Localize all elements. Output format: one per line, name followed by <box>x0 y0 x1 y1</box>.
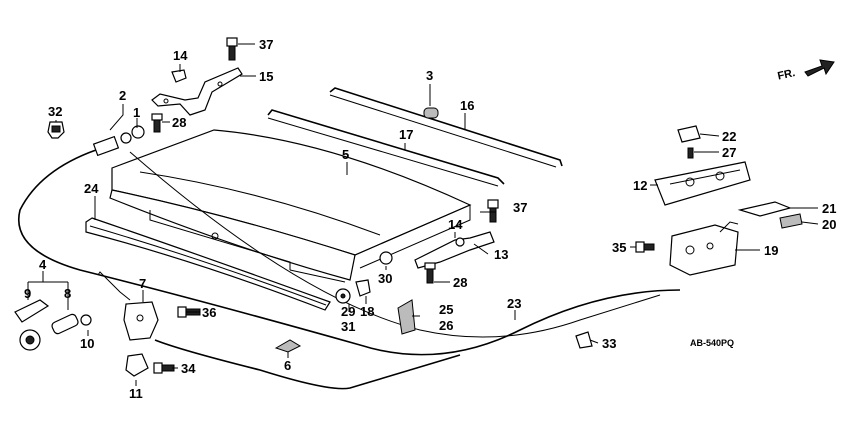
callout-10: 10 <box>80 336 94 351</box>
callout-8: 8 <box>64 286 71 301</box>
bolt-35 <box>635 241 655 253</box>
torsion-bar-upper <box>329 87 563 168</box>
trunk-latch <box>97 271 159 341</box>
callout-36: 36 <box>202 305 216 320</box>
hinge-left <box>151 67 243 116</box>
bumper-rubber <box>423 107 439 119</box>
callout-28-right: 28 <box>453 275 467 290</box>
bolt-34 <box>153 362 175 374</box>
grommet-18 <box>355 279 371 297</box>
leader-lines <box>27 43 819 386</box>
callout-3: 3 <box>426 68 433 83</box>
callout-14-upper: 14 <box>173 48 188 63</box>
callout-9: 9 <box>24 286 31 301</box>
trunk-lid <box>109 129 472 283</box>
callout-32: 32 <box>48 104 62 119</box>
bracket-25-26 <box>397 299 416 335</box>
callout-1: 1 <box>133 105 140 120</box>
callout-28-upper: 28 <box>172 115 186 130</box>
callout-33: 33 <box>602 336 616 351</box>
callout-24: 24 <box>84 181 99 196</box>
callout-6: 6 <box>284 358 291 373</box>
diagram-code: AB-540PQ <box>690 338 734 348</box>
callout-27: 27 <box>722 145 736 160</box>
release-cable-actuator <box>92 125 145 157</box>
callout-18: 18 <box>360 304 374 319</box>
callout-29: 29 <box>341 304 355 319</box>
bolt-28-upper <box>151 113 163 133</box>
callout-37-upper: 37 <box>259 37 273 52</box>
clip-14-upper <box>171 69 187 83</box>
callout-13: 13 <box>494 247 508 262</box>
callout-20: 20 <box>822 217 836 232</box>
callout-30: 30 <box>378 271 392 286</box>
pad-20 <box>779 213 803 229</box>
bolt-37-right <box>487 199 499 223</box>
trunk-lid-trim <box>85 217 331 311</box>
callout-21: 21 <box>822 201 836 216</box>
callout-22: 22 <box>722 129 736 144</box>
callout-5: 5 <box>342 147 349 162</box>
clip-29-center <box>340 293 346 299</box>
callout-23: 23 <box>507 296 521 311</box>
callout-11: 11 <box>129 386 143 401</box>
clip-6 <box>274 339 302 353</box>
release-handle-bracket <box>654 161 751 206</box>
clip-33 <box>575 331 593 349</box>
callout-16: 16 <box>460 98 474 113</box>
torsion-bar-lower <box>267 109 505 187</box>
callout-31: 31 <box>341 319 355 334</box>
bolt-37-upper <box>226 37 238 61</box>
callout-4: 4 <box>39 257 47 272</box>
callout-26: 26 <box>439 318 453 333</box>
callout-7: 7 <box>139 276 146 291</box>
lever-21 <box>737 201 792 217</box>
front-direction-label: FR. <box>776 67 796 82</box>
callout-37-right: 37 <box>513 200 527 215</box>
striker-11 <box>125 353 149 377</box>
callout-34: 34 <box>181 361 196 376</box>
cover-22 <box>677 125 701 143</box>
callout-12: 12 <box>633 178 647 193</box>
lock-cylinder-assembly <box>14 299 92 351</box>
callout-15: 15 <box>259 69 273 84</box>
screw-27 <box>687 147 694 159</box>
callout-2: 2 <box>119 88 126 103</box>
release-mechanism-19 <box>669 221 739 276</box>
callout-17: 17 <box>399 127 413 142</box>
grommet-32 <box>47 121 65 139</box>
bumper-30 <box>379 251 393 265</box>
callout-14-right: 14 <box>448 217 463 232</box>
callout-35: 35 <box>612 240 626 255</box>
front-direction-arrow-icon <box>804 59 835 77</box>
callout-25: 25 <box>439 302 453 317</box>
bolt-28-right <box>424 262 436 284</box>
callout-19: 19 <box>764 243 778 258</box>
